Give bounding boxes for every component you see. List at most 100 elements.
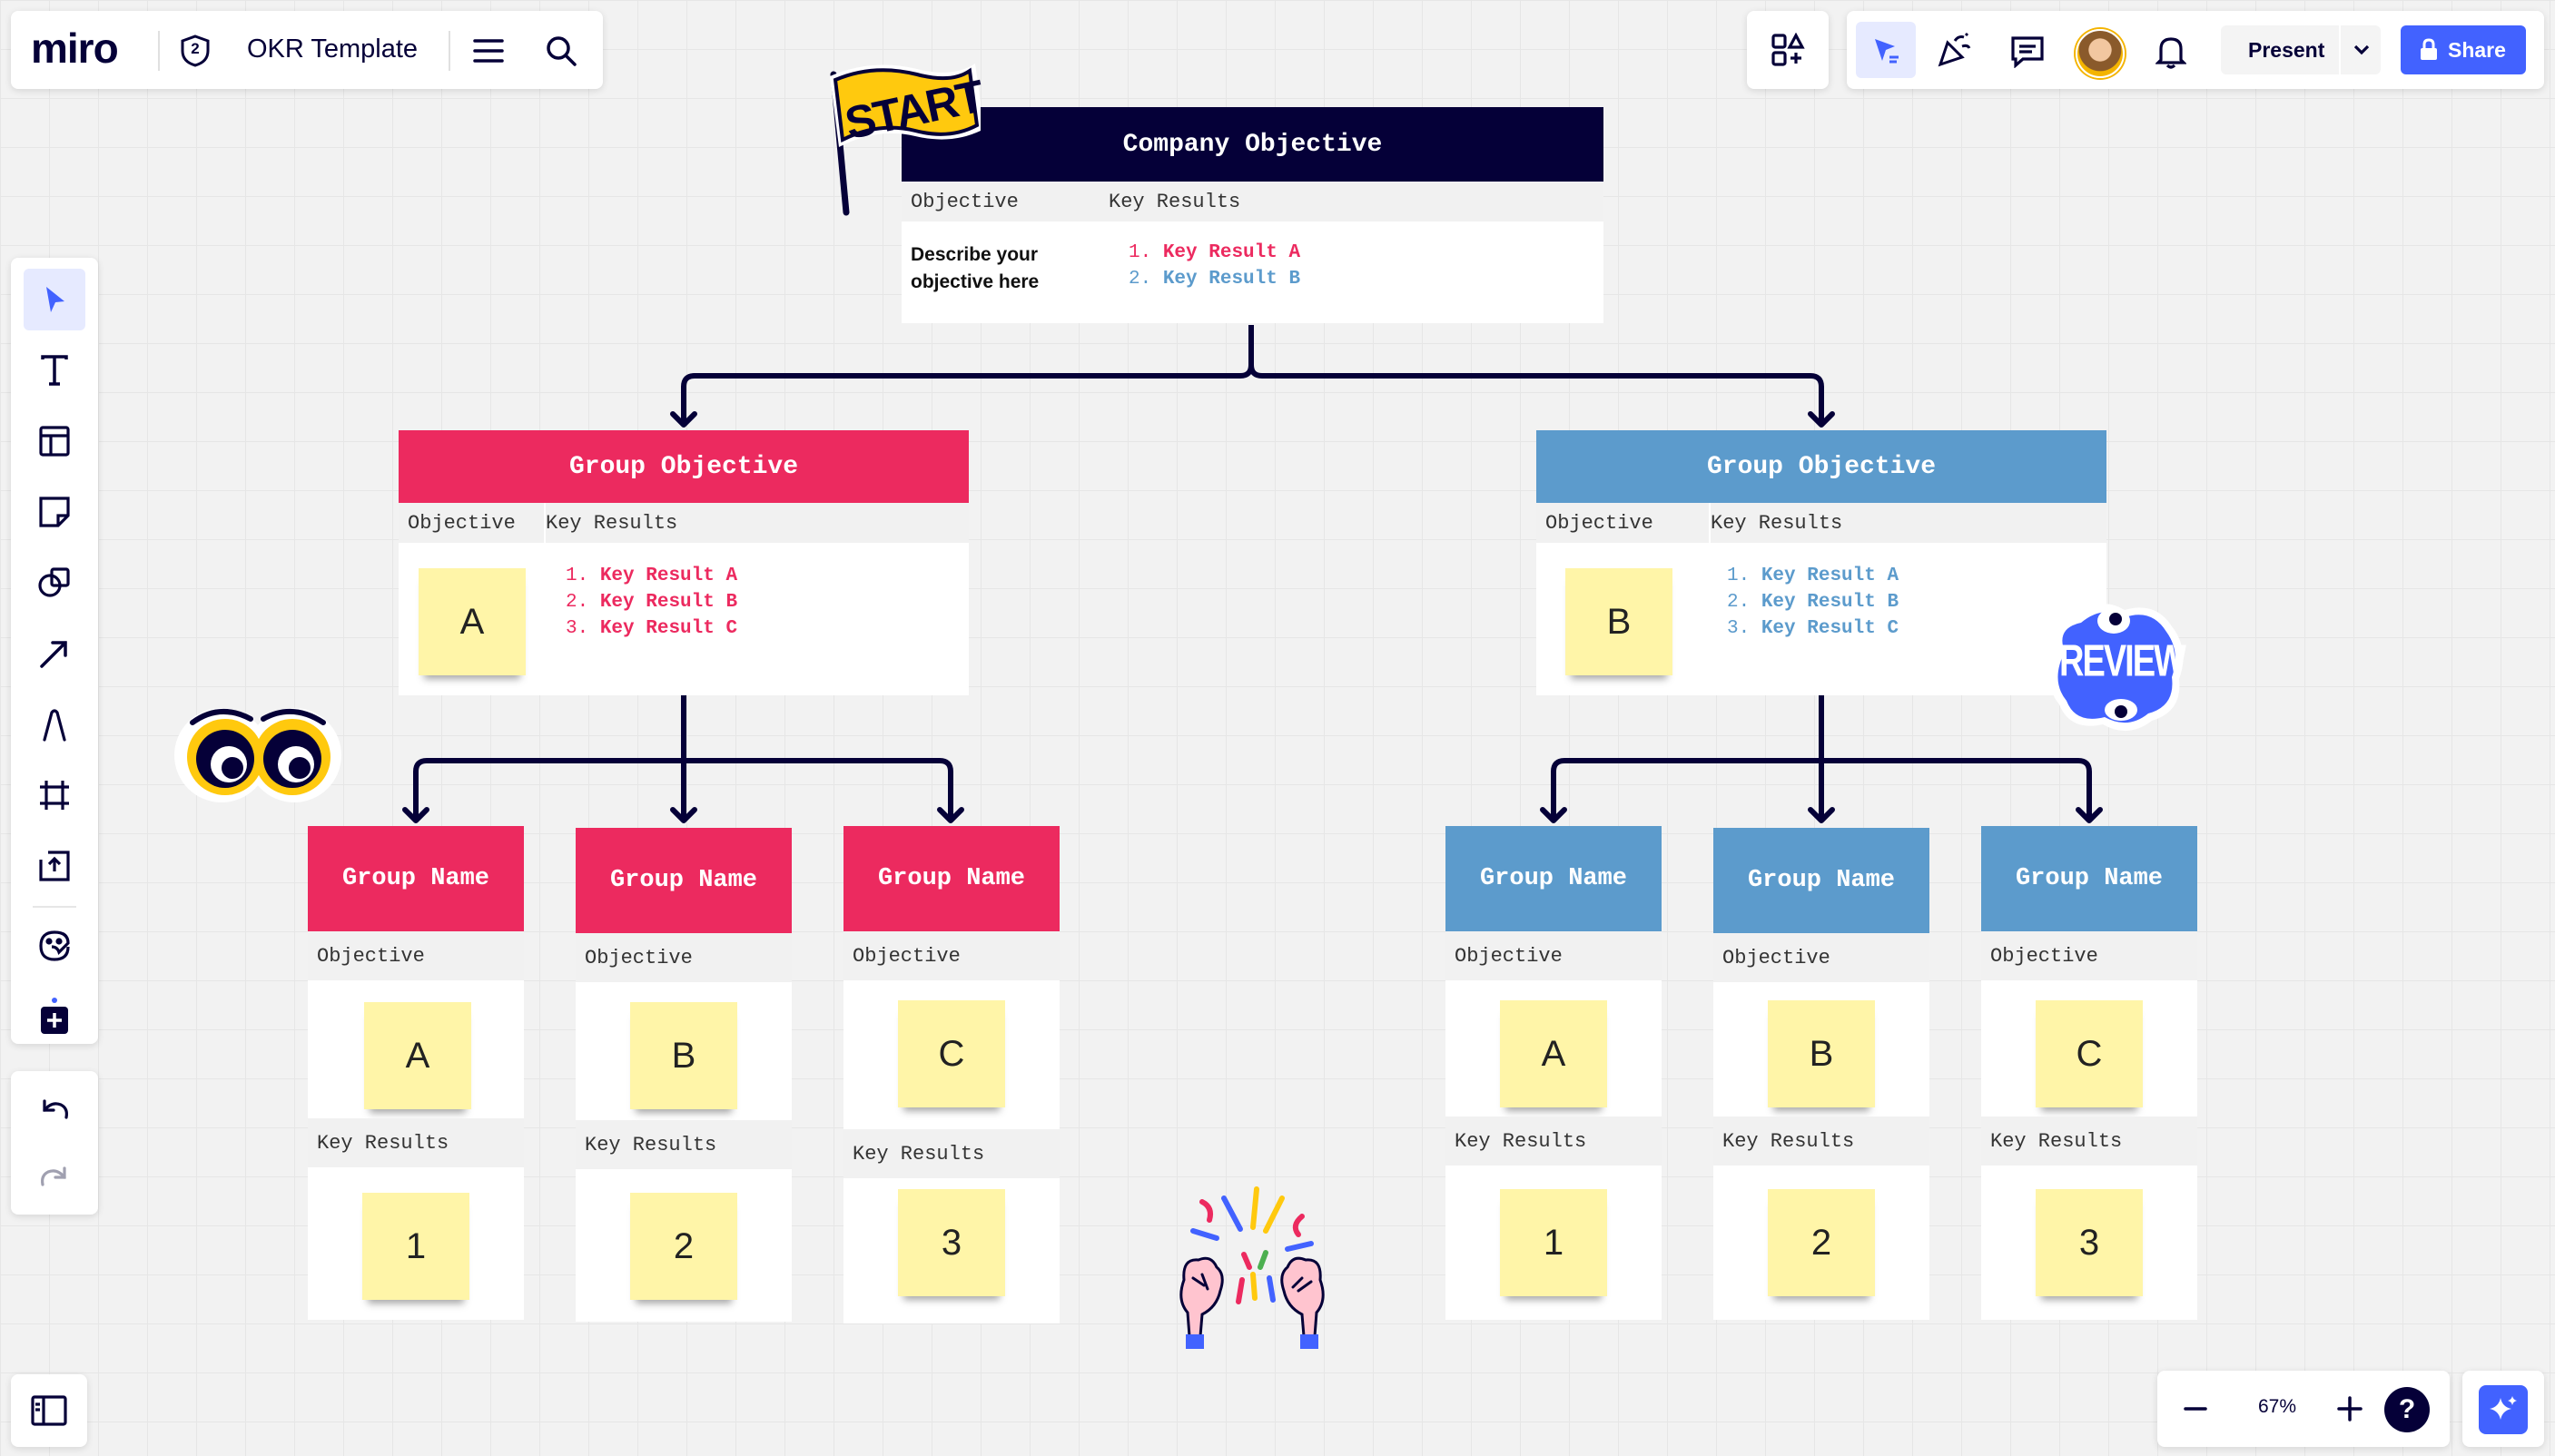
key-result-item[interactable]: 2. Key Result B bbox=[1129, 266, 1300, 292]
left-toolbar bbox=[11, 258, 98, 1044]
help-label: ? bbox=[2398, 1394, 2416, 1424]
sticky-note[interactable]: 3 bbox=[898, 1189, 1005, 1296]
team-card[interactable]: Group Name Objective B Key Results 2 bbox=[576, 828, 792, 1322]
zoom-in-icon[interactable] bbox=[2330, 1389, 2370, 1429]
sticky-note[interactable]: 2 bbox=[1768, 1189, 1875, 1296]
sticky-note[interactable]: B bbox=[630, 1002, 737, 1109]
upload-icon[interactable] bbox=[24, 835, 85, 897]
frame-icon[interactable] bbox=[24, 764, 85, 826]
panel-icon[interactable] bbox=[27, 1391, 71, 1431]
team-title[interactable]: Group Name bbox=[576, 828, 792, 933]
team-objective-label: Objective bbox=[308, 931, 524, 980]
team-title[interactable]: Group Name bbox=[1713, 828, 1929, 933]
redo-icon[interactable] bbox=[24, 1147, 85, 1209]
group-objective-title[interactable]: Group Objective bbox=[399, 430, 969, 503]
avatar[interactable] bbox=[2076, 29, 2125, 78]
ai-sparkle-icon[interactable] bbox=[2479, 1385, 2528, 1434]
key-results-column-header: Key Results bbox=[546, 503, 969, 543]
key-results-column-header: Key Results bbox=[1109, 182, 1603, 221]
apps-icon[interactable] bbox=[1767, 29, 1809, 71]
sticky-note[interactable]: C bbox=[898, 1000, 1005, 1107]
miro-logo[interactable]: miro bbox=[31, 25, 119, 72]
key-result-item[interactable]: 1. Key Result A bbox=[566, 563, 737, 589]
group-objective-title[interactable]: Group Objective bbox=[1536, 430, 2106, 503]
group-key-results-list: 1. Key Result A 2. Key Result B 3. Key R… bbox=[1727, 563, 1899, 642]
help-icon[interactable]: ? bbox=[2384, 1387, 2430, 1432]
key-result-item[interactable]: 3. Key Result C bbox=[1727, 615, 1899, 642]
key-result-item[interactable]: 1. Key Result A bbox=[1727, 563, 1899, 589]
board-title[interactable]: OKR Template bbox=[247, 34, 419, 64]
key-result-text: Key Result C bbox=[599, 618, 738, 639]
sticky-note[interactable]: A bbox=[419, 568, 526, 675]
company-objective-title[interactable]: Company Objective bbox=[902, 107, 1603, 182]
team-title[interactable]: Group Name bbox=[1981, 826, 2197, 931]
key-result-number: 2. bbox=[1129, 269, 1152, 290]
eyes-sticker[interactable] bbox=[174, 703, 341, 806]
more-apps-icon[interactable] bbox=[24, 986, 85, 1048]
comment-icon[interactable] bbox=[2007, 31, 2048, 73]
key-result-text: Key Result C bbox=[1761, 618, 1899, 639]
menu-icon[interactable] bbox=[469, 31, 508, 71]
sticky-note[interactable]: C bbox=[2036, 1000, 2143, 1107]
sticky-note[interactable]: 1 bbox=[362, 1193, 469, 1300]
key-result-number: 2. bbox=[1727, 592, 1751, 613]
group-objective-card-left[interactable]: Group Objective Objective Key Results A … bbox=[399, 430, 969, 695]
team-objective-label: Objective bbox=[1981, 931, 2197, 980]
company-objective-card[interactable]: Company Objective Objective Key Results … bbox=[902, 107, 1603, 323]
chevron-down-icon[interactable] bbox=[2339, 25, 2382, 74]
pen-icon[interactable] bbox=[24, 694, 85, 755]
present-button[interactable]: Present bbox=[2221, 25, 2381, 74]
team-card[interactable]: Group Name Objective A Key Results 1 bbox=[1445, 826, 1662, 1320]
sticky-note[interactable]: 3 bbox=[2036, 1189, 2143, 1296]
team-key-results-label: Key Results bbox=[1445, 1117, 1662, 1166]
text-icon[interactable] bbox=[24, 339, 85, 401]
key-result-item[interactable]: 1. Key Result A bbox=[1129, 240, 1300, 266]
sticky-note[interactable]: A bbox=[364, 1002, 471, 1109]
team-title[interactable]: Group Name bbox=[1445, 826, 1662, 931]
arrow-icon[interactable] bbox=[24, 623, 85, 684]
sticky-note[interactable]: 1 bbox=[1500, 1189, 1607, 1296]
celebrate-icon[interactable] bbox=[1934, 29, 1976, 71]
bell-icon[interactable] bbox=[2150, 31, 2192, 73]
zoom-level[interactable]: 67% bbox=[2257, 1396, 2297, 1417]
group-objective-card-right[interactable]: Group Objective Objective Key Results B … bbox=[1536, 430, 2106, 695]
team-title[interactable]: Group Name bbox=[843, 826, 1060, 931]
sticky-note[interactable]: B bbox=[1768, 1000, 1875, 1107]
shapes-icon[interactable] bbox=[24, 552, 85, 614]
search-icon[interactable] bbox=[541, 31, 581, 71]
share-label: Share bbox=[2448, 38, 2506, 62]
team-card[interactable]: Group Name Objective C Key Results 3 bbox=[843, 826, 1060, 1323]
history-toolbar bbox=[11, 1071, 98, 1215]
key-result-item[interactable]: 3. Key Result C bbox=[566, 615, 737, 642]
group-key-results-list: 1. Key Result A 2. Key Result B 3. Key R… bbox=[566, 563, 737, 642]
key-result-number: 3. bbox=[566, 618, 589, 639]
team-title[interactable]: Group Name bbox=[308, 826, 524, 931]
key-result-item[interactable]: 2. Key Result B bbox=[1727, 589, 1899, 615]
plan-badge-icon[interactable]: 2 bbox=[180, 34, 211, 67]
start-flag-sticker[interactable]: START bbox=[808, 56, 987, 220]
celebration-sticker[interactable] bbox=[1166, 1180, 1338, 1353]
team-key-results-label: Key Results bbox=[843, 1129, 1060, 1178]
follow-cursor-icon[interactable] bbox=[1856, 22, 1916, 78]
team-card[interactable]: Group Name Objective A Key Results 1 bbox=[308, 826, 524, 1320]
team-card[interactable]: Group Name Objective B Key Results 2 bbox=[1713, 828, 1929, 1320]
review-sticker[interactable]: REVIEW bbox=[2037, 595, 2192, 741]
template-icon[interactable] bbox=[24, 410, 85, 472]
sticky-note[interactable]: B bbox=[1565, 568, 1672, 675]
sticky-note[interactable]: A bbox=[1500, 1000, 1607, 1107]
team-card[interactable]: Group Name Objective C Key Results 3 bbox=[1981, 826, 2197, 1320]
sticker-icon[interactable] bbox=[24, 915, 85, 977]
undo-icon[interactable] bbox=[24, 1080, 85, 1142]
sticky-note[interactable]: 2 bbox=[630, 1193, 737, 1300]
cursor-icon[interactable] bbox=[24, 269, 85, 330]
zoom-out-icon[interactable] bbox=[2175, 1389, 2215, 1429]
sticky-note-icon[interactable] bbox=[24, 481, 85, 543]
objective-column-header: Objective bbox=[902, 182, 1110, 221]
key-result-number: 1. bbox=[566, 566, 589, 586]
key-result-item[interactable]: 2. Key Result B bbox=[566, 589, 737, 615]
key-result-text: Key Result A bbox=[1162, 242, 1301, 263]
company-objective-text[interactable]: Describe your objective here bbox=[911, 244, 1040, 292]
key-result-text: Key Result A bbox=[599, 566, 738, 586]
share-button[interactable]: Share bbox=[2401, 25, 2526, 74]
